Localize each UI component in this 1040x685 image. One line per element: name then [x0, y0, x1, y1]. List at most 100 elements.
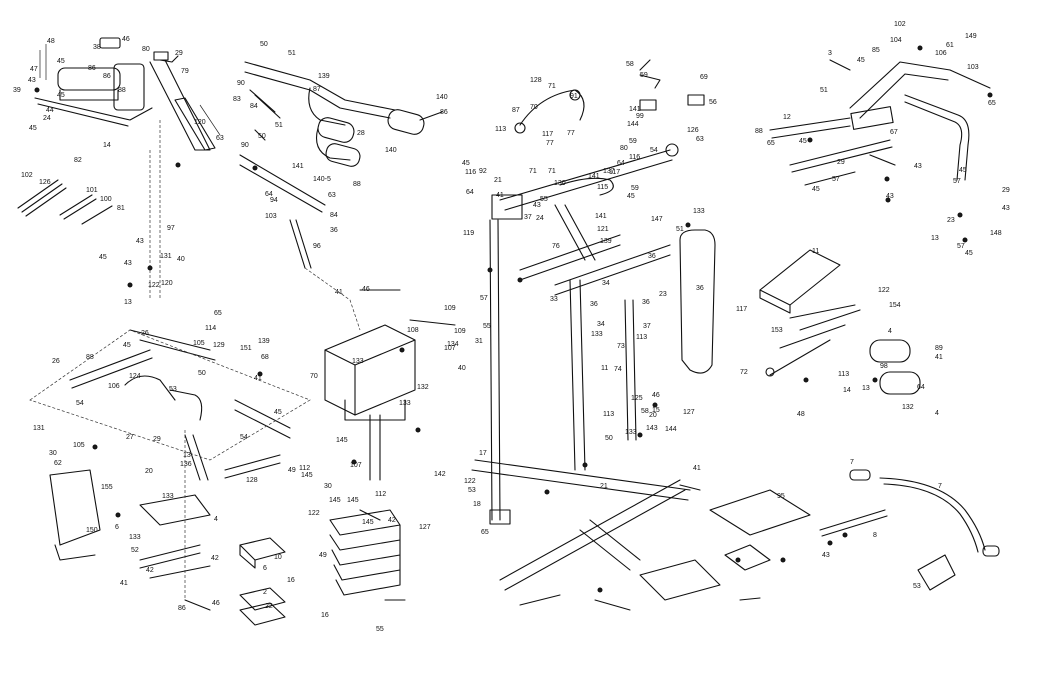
part-label: 145	[301, 472, 313, 479]
part-label: 20	[649, 412, 657, 419]
part-label: 144	[627, 121, 639, 128]
part-label: 43	[914, 163, 922, 170]
part-label: 13	[931, 235, 939, 242]
part-label: 4	[888, 328, 892, 335]
part-label: 119	[463, 230, 475, 237]
part-label: 141	[595, 213, 607, 220]
part-label: 55	[483, 323, 491, 330]
part-label: 120	[194, 119, 206, 126]
part-label: 100	[100, 196, 112, 203]
part-label: 84	[330, 212, 338, 219]
part-label: 15	[652, 407, 660, 414]
part-label: 79	[181, 68, 189, 75]
part-label: 36	[642, 299, 650, 306]
part-label: 117	[736, 306, 748, 313]
part-label: 145	[336, 437, 348, 444]
part-label: 144	[665, 426, 677, 433]
part-label: 22	[265, 603, 273, 610]
pulley-arm-assembly	[491, 59, 705, 296]
part-label: 51	[288, 50, 296, 57]
part-label: 48	[47, 38, 55, 45]
part-label: 43	[124, 260, 132, 267]
part-label: 133	[129, 534, 141, 541]
part-label: 50	[260, 41, 268, 48]
part-label: 140	[385, 147, 397, 154]
part-label: 145	[347, 497, 359, 504]
part-label: 13	[183, 452, 191, 459]
part-label: 34	[602, 280, 610, 287]
part-label: 99	[636, 113, 644, 120]
part-label: 43	[822, 552, 830, 559]
part-label: 126	[39, 179, 51, 186]
part-label: 36	[648, 253, 656, 260]
part-label: 101	[86, 187, 98, 194]
part-label: 85	[872, 47, 880, 54]
part-label: 115	[597, 184, 609, 191]
part-label: 83	[233, 96, 241, 103]
part-label: 97	[167, 225, 175, 232]
part-label: 124	[129, 373, 141, 380]
part-label: 26	[141, 330, 149, 337]
part-label: 65	[767, 140, 775, 147]
part-label: 43	[1002, 205, 1010, 212]
part-label: 49	[288, 467, 296, 474]
part-label: 45	[812, 186, 820, 193]
part-label: 117	[609, 169, 621, 176]
part-label: 57	[832, 176, 840, 183]
part-label: 128	[530, 77, 542, 84]
part-label: 50	[198, 370, 206, 377]
part-label: 65	[481, 529, 489, 536]
part-label: 54	[76, 400, 84, 407]
part-label: 54	[240, 434, 248, 441]
hardware-dots	[34, 45, 993, 593]
part-label: 141	[292, 163, 304, 170]
part-label: 24	[43, 115, 51, 122]
part-label: 143	[646, 425, 658, 432]
part-label: 13	[124, 299, 132, 306]
part-label: 105	[73, 442, 85, 449]
part-label: 113	[495, 126, 507, 133]
part-label: 125	[631, 395, 643, 402]
part-label: 62	[54, 460, 62, 467]
part-label: 71	[529, 168, 537, 175]
part-label: 21	[600, 483, 608, 490]
part-label: 112	[375, 491, 387, 498]
part-label: 51	[820, 87, 828, 94]
part-label: 53	[468, 487, 476, 494]
part-label: 7	[850, 459, 854, 466]
part-label: 45	[57, 92, 65, 99]
part-label: 69	[700, 74, 708, 81]
part-label: 4	[935, 410, 939, 417]
part-label: 103	[967, 64, 979, 71]
part-label: 59	[631, 185, 639, 192]
part-label: 61	[946, 42, 954, 49]
part-label: 122	[148, 282, 160, 289]
part-label: 17	[479, 450, 487, 457]
seat-pad-right	[759, 249, 921, 395]
part-label: 88	[755, 128, 763, 135]
part-label: 13	[862, 385, 870, 392]
part-label: 88	[86, 354, 94, 361]
part-label: 122	[464, 478, 476, 485]
part-label: 64	[617, 160, 625, 167]
part-label: 127	[683, 409, 695, 416]
part-label: 109	[454, 328, 466, 335]
part-label: 91	[570, 93, 578, 100]
part-label: 45	[799, 138, 807, 145]
part-label: 41	[693, 465, 701, 472]
part-label: 130	[554, 180, 566, 187]
part-label: 54	[650, 147, 658, 154]
part-label: 2	[263, 589, 267, 596]
part-label: 106	[108, 383, 120, 390]
part-label: 63	[328, 192, 336, 199]
part-label: 90	[237, 80, 245, 87]
part-label: 23	[659, 291, 667, 298]
part-label: 7	[938, 483, 942, 490]
part-label: 46	[362, 286, 370, 293]
part-label: 29	[837, 159, 845, 166]
part-label: 57	[953, 178, 961, 185]
part-label: 87	[512, 107, 520, 114]
part-label: 14	[103, 142, 111, 149]
part-label: 136	[180, 461, 192, 468]
